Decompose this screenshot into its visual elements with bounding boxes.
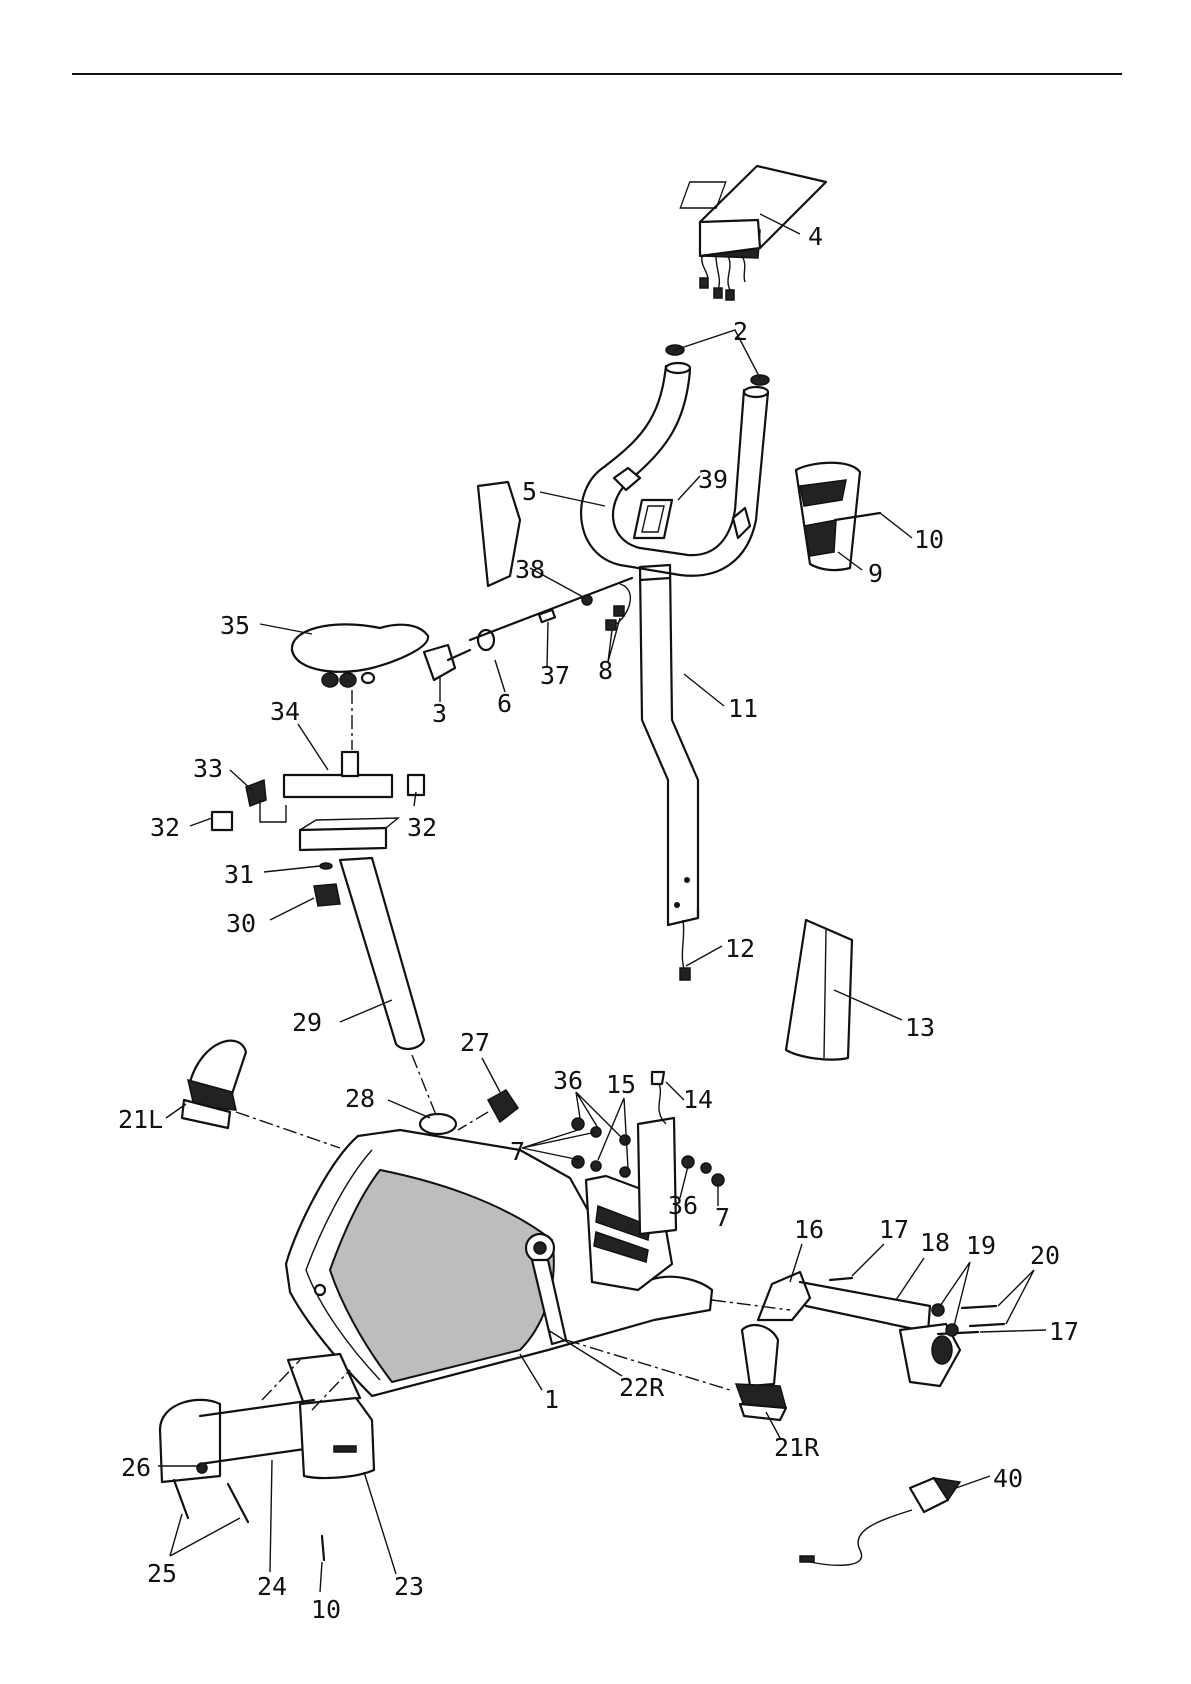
callout-c-29: 29 [292, 1008, 322, 1037]
callout-c-33: 33 [193, 754, 223, 783]
callout-c-6: 6 [497, 689, 512, 718]
console-part [680, 166, 826, 300]
callout-c-11: 11 [728, 694, 758, 723]
knob-27 [488, 1090, 518, 1122]
callout-c-39: 39 [698, 465, 728, 494]
callout-c-10b: 10 [311, 1595, 341, 1624]
callout-c-36b: 36 [668, 1191, 698, 1220]
callout-c-4: 4 [808, 222, 823, 251]
callout-c-25: 25 [147, 1559, 177, 1588]
pedal-left-part [182, 1041, 246, 1128]
callout-c-20: 20 [1030, 1241, 1060, 1270]
callout-c-16: 16 [794, 1215, 824, 1244]
callout-c-37: 37 [540, 661, 570, 690]
seat-post-axis [412, 1055, 438, 1120]
wire-12 [682, 920, 686, 975]
seat-post-part [340, 858, 424, 1049]
callout-c-21L: 21L [118, 1105, 163, 1134]
pedal-left-axis [236, 1112, 340, 1148]
seat-slider-part [212, 752, 424, 850]
knob-axis [458, 1112, 488, 1130]
callout-c-26: 26 [121, 1453, 151, 1482]
handlebar-part [581, 363, 768, 576]
callout-c-28: 28 [345, 1084, 375, 1113]
callout-c-38: 38 [515, 555, 545, 584]
callout-c-19: 19 [966, 1231, 996, 1260]
callout-c-7a: 7 [510, 1137, 525, 1166]
callout-c-34: 34 [270, 697, 300, 726]
callout-c-30: 30 [226, 909, 256, 938]
seat-part [292, 624, 428, 687]
callout-c-35: 35 [220, 611, 250, 640]
callout-c-21R: 21R [774, 1433, 820, 1462]
callout-c-14: 14 [683, 1085, 713, 1114]
callout-c-7b: 7 [715, 1203, 730, 1232]
callout-c-9: 9 [868, 559, 883, 588]
knob-30 [314, 884, 340, 906]
callout-c-1: 1 [544, 1385, 559, 1414]
callout-c-3: 3 [432, 699, 447, 728]
callout-c-27: 27 [460, 1028, 490, 1057]
callout-c-36a: 36 [553, 1066, 583, 1095]
bottle-holder-part [796, 463, 860, 570]
callout-c-5: 5 [522, 477, 537, 506]
callout-c-32a: 32 [150, 813, 180, 842]
callout-c-12: 12 [725, 934, 755, 963]
rear-stabilizer-part [758, 1272, 1004, 1386]
upright-post-part [640, 565, 698, 925]
callout-c-17b: 17 [1049, 1317, 1079, 1346]
callout-c-40: 40 [993, 1464, 1023, 1493]
power-adapter-part [800, 1478, 960, 1565]
callout-c-31: 31 [224, 860, 254, 889]
pedal-right-part [736, 1325, 786, 1420]
callout-c-32b: 32 [407, 813, 437, 842]
callout-c-22R: 22R [619, 1373, 665, 1402]
callout-c-13: 13 [905, 1013, 935, 1042]
seat-tube-28 [420, 1114, 456, 1134]
callout-c-23: 23 [394, 1572, 424, 1601]
callout-c-24: 24 [257, 1572, 287, 1601]
callout-c-15: 15 [606, 1070, 636, 1099]
callout-c-8: 8 [598, 656, 613, 685]
callout-c-18: 18 [920, 1228, 950, 1257]
washer-31 [320, 863, 332, 869]
callout-c-10a: 10 [914, 525, 944, 554]
front-stabilizer-part [160, 1354, 374, 1560]
post-cover-part [786, 920, 852, 1060]
leader-lines [158, 214, 1046, 1592]
callout-c-17a: 17 [879, 1215, 909, 1244]
callout-c-2: 2 [733, 317, 748, 346]
